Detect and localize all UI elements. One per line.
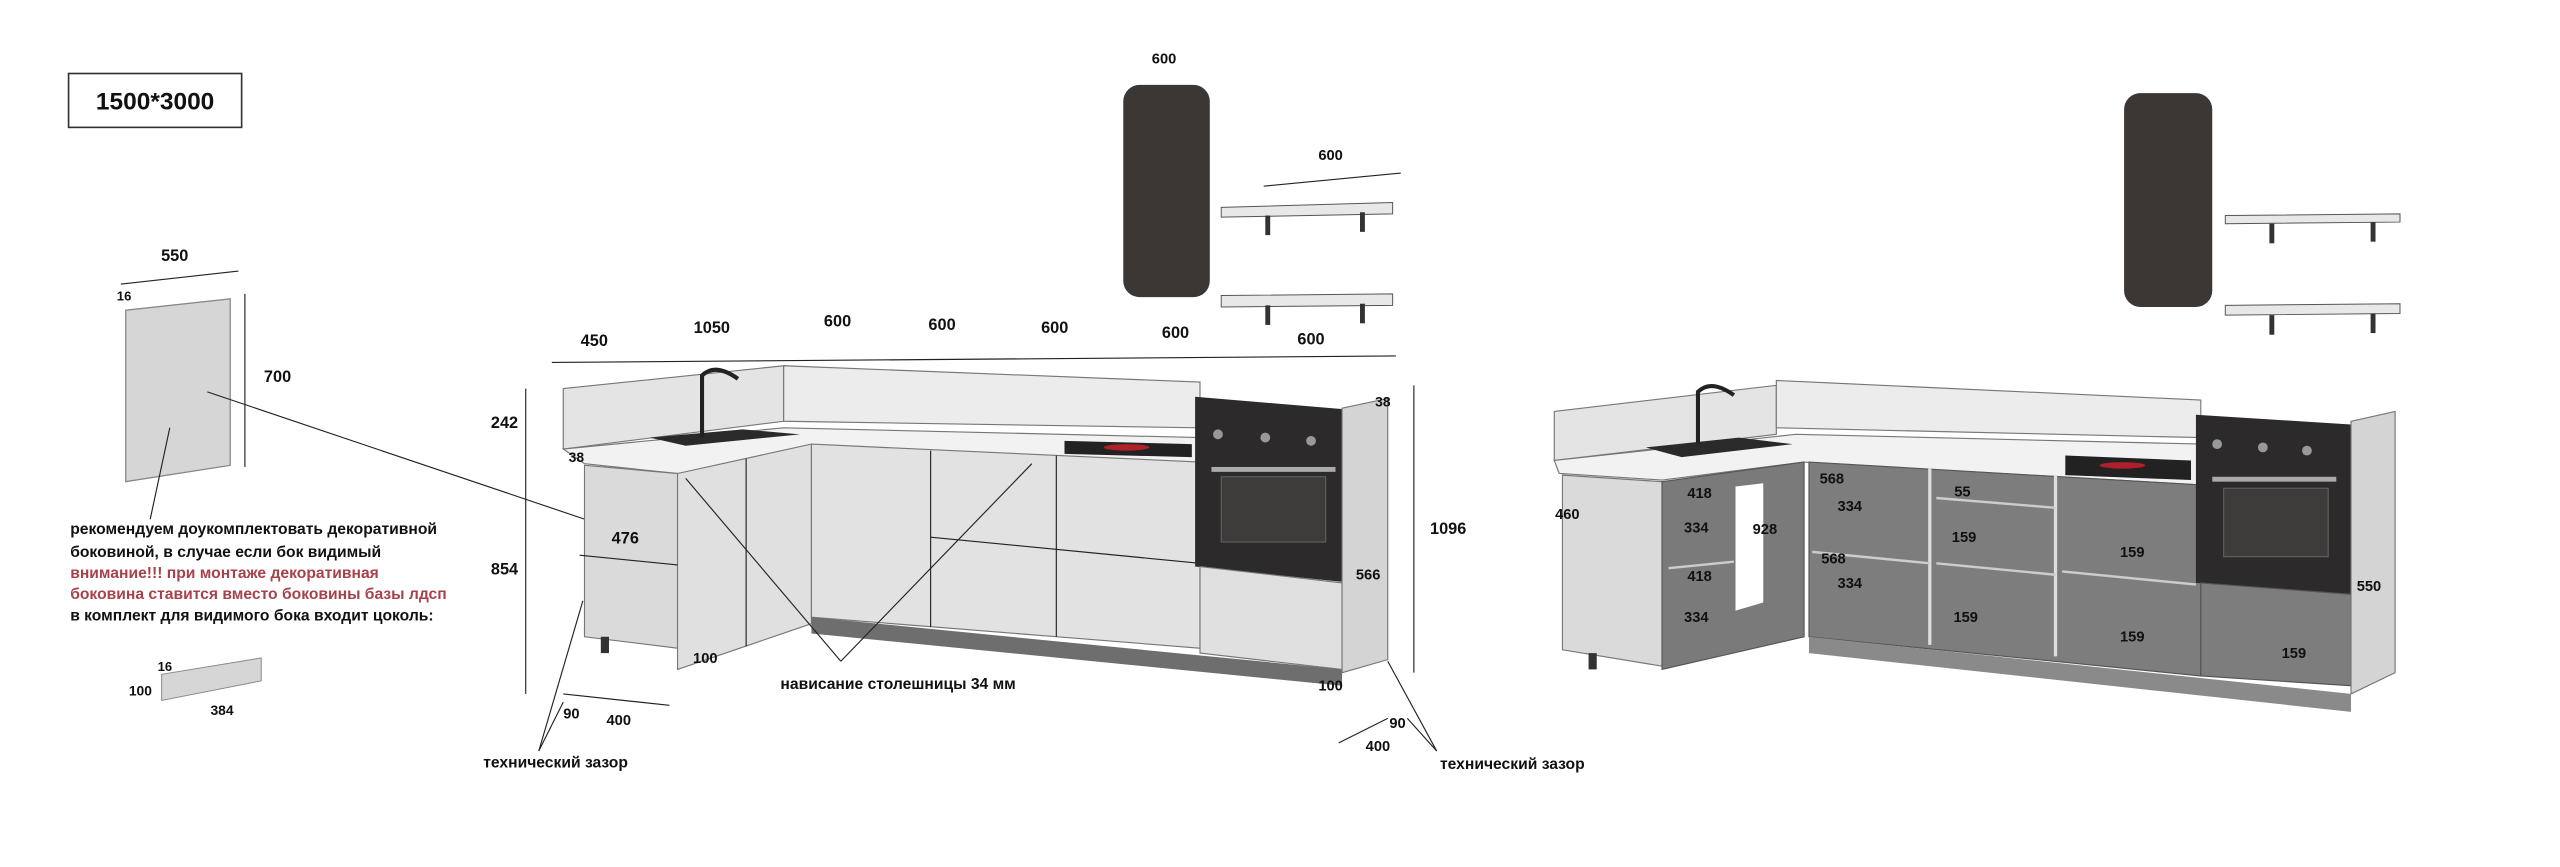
dim-plinth-left: 100 <box>693 651 718 667</box>
decorative-side-panel: 550 16 700 <box>117 247 605 527</box>
dim-corner-418-top: 418 <box>1687 486 1712 502</box>
shelf-upper <box>1220 201 1394 218</box>
dim-opening: 928 <box>1753 522 1778 538</box>
faucet-icon-right <box>1695 384 1736 445</box>
dim-tall-height: 1096 <box>1430 520 1466 538</box>
dim-cab-334-bottom: 334 <box>1838 576 1863 592</box>
dim-top-600-2: 600 <box>928 316 955 334</box>
dim-height-4: 159 <box>2120 630 2145 646</box>
dim-plinth-right: 100 <box>1318 679 1343 695</box>
panel-thickness: 16 <box>117 288 132 303</box>
dim-cab-568-bottom: 568 <box>1821 551 1846 567</box>
panel-width: 550 <box>161 247 188 265</box>
dim-cab-568-top: 568 <box>1820 471 1845 487</box>
dim-top-600-4: 600 <box>1162 324 1189 342</box>
dim-height-2: 159 <box>2120 545 2145 561</box>
dim-shelf-width: 600 <box>1318 148 1343 164</box>
size-title-box: 1500*3000 <box>67 72 243 129</box>
hood-right <box>2124 93 2213 307</box>
note-line2: боковиной, в случае если бок видимый <box>70 544 381 561</box>
dim-right-depth: 460 <box>1555 507 1580 523</box>
plinth-piece: 16 100 384 <box>129 657 262 718</box>
overhang-note: нависание столешницы 34 мм <box>780 676 1015 693</box>
dim-corner-418-bottom: 418 <box>1687 569 1712 585</box>
left-kitchen-view: 450 1050 600 600 600 600 600 242 38 854 … <box>483 52 1584 773</box>
dim-top-1050: 1050 <box>694 319 730 337</box>
dim-cab-334-top: 334 <box>1838 499 1863 515</box>
tech-gap-right: технический зазор <box>1440 756 1585 773</box>
plinth-thickness: 16 <box>158 659 173 674</box>
tech-gap-left: технический зазор <box>483 754 628 771</box>
dim-gap-left: 90 <box>563 706 579 722</box>
plinth-height: 100 <box>129 683 152 699</box>
dim-leg-left: 400 <box>607 713 632 729</box>
dim-overhang-right: 38 <box>1375 394 1391 410</box>
dim-leg-right: 400 <box>1366 739 1391 755</box>
right-kitchen-view: 460 418 334 418 334 928 568 334 568 334 … <box>1553 93 2401 712</box>
dim-backsplash: 242 <box>491 414 518 432</box>
dim-depth: 476 <box>612 530 639 548</box>
dim-drawer-top: 55 <box>1954 484 1970 500</box>
dim-right-tall-depth: 550 <box>2357 579 2382 595</box>
hood <box>1123 84 1210 298</box>
note-line3: в комплект для видимого бока входит цоко… <box>70 607 433 624</box>
warning-line1: внимание!!! при монтаже декоративная <box>70 565 379 582</box>
dim-top-600-1: 600 <box>824 313 851 331</box>
dim-height-1: 159 <box>1952 530 1977 546</box>
faucet-icon <box>700 367 740 438</box>
dim-top-450: 450 <box>581 332 608 350</box>
shelf-lower <box>1220 293 1394 308</box>
dim-height-3: 159 <box>1953 610 1978 626</box>
dim-corner-334-bottom: 334 <box>1684 610 1709 626</box>
dim-height-5: 159 <box>2282 646 2307 662</box>
warning-line2: боковина ставится вместо боковины базы л… <box>70 586 447 603</box>
panel-height: 700 <box>264 368 291 386</box>
dim-corner-334-top: 334 <box>1684 520 1709 536</box>
plinth-length: 384 <box>210 702 233 718</box>
dim-gap-right: 90 <box>1389 716 1405 732</box>
dim-top-600-5: 600 <box>1297 331 1324 349</box>
size-title: 1500*3000 <box>96 88 214 115</box>
notes: рекомендуем доукомплектовать декоративно… <box>70 521 447 625</box>
dim-tall-depth: 566 <box>1356 568 1381 584</box>
dim-hood-width: 600 <box>1152 52 1177 68</box>
note-line1: рекомендуем доукомплектовать декоративно… <box>70 521 437 538</box>
dim-overhang-left: 38 <box>569 449 585 465</box>
dim-base-height: 854 <box>491 561 518 579</box>
dim-top-600-3: 600 <box>1041 319 1068 337</box>
